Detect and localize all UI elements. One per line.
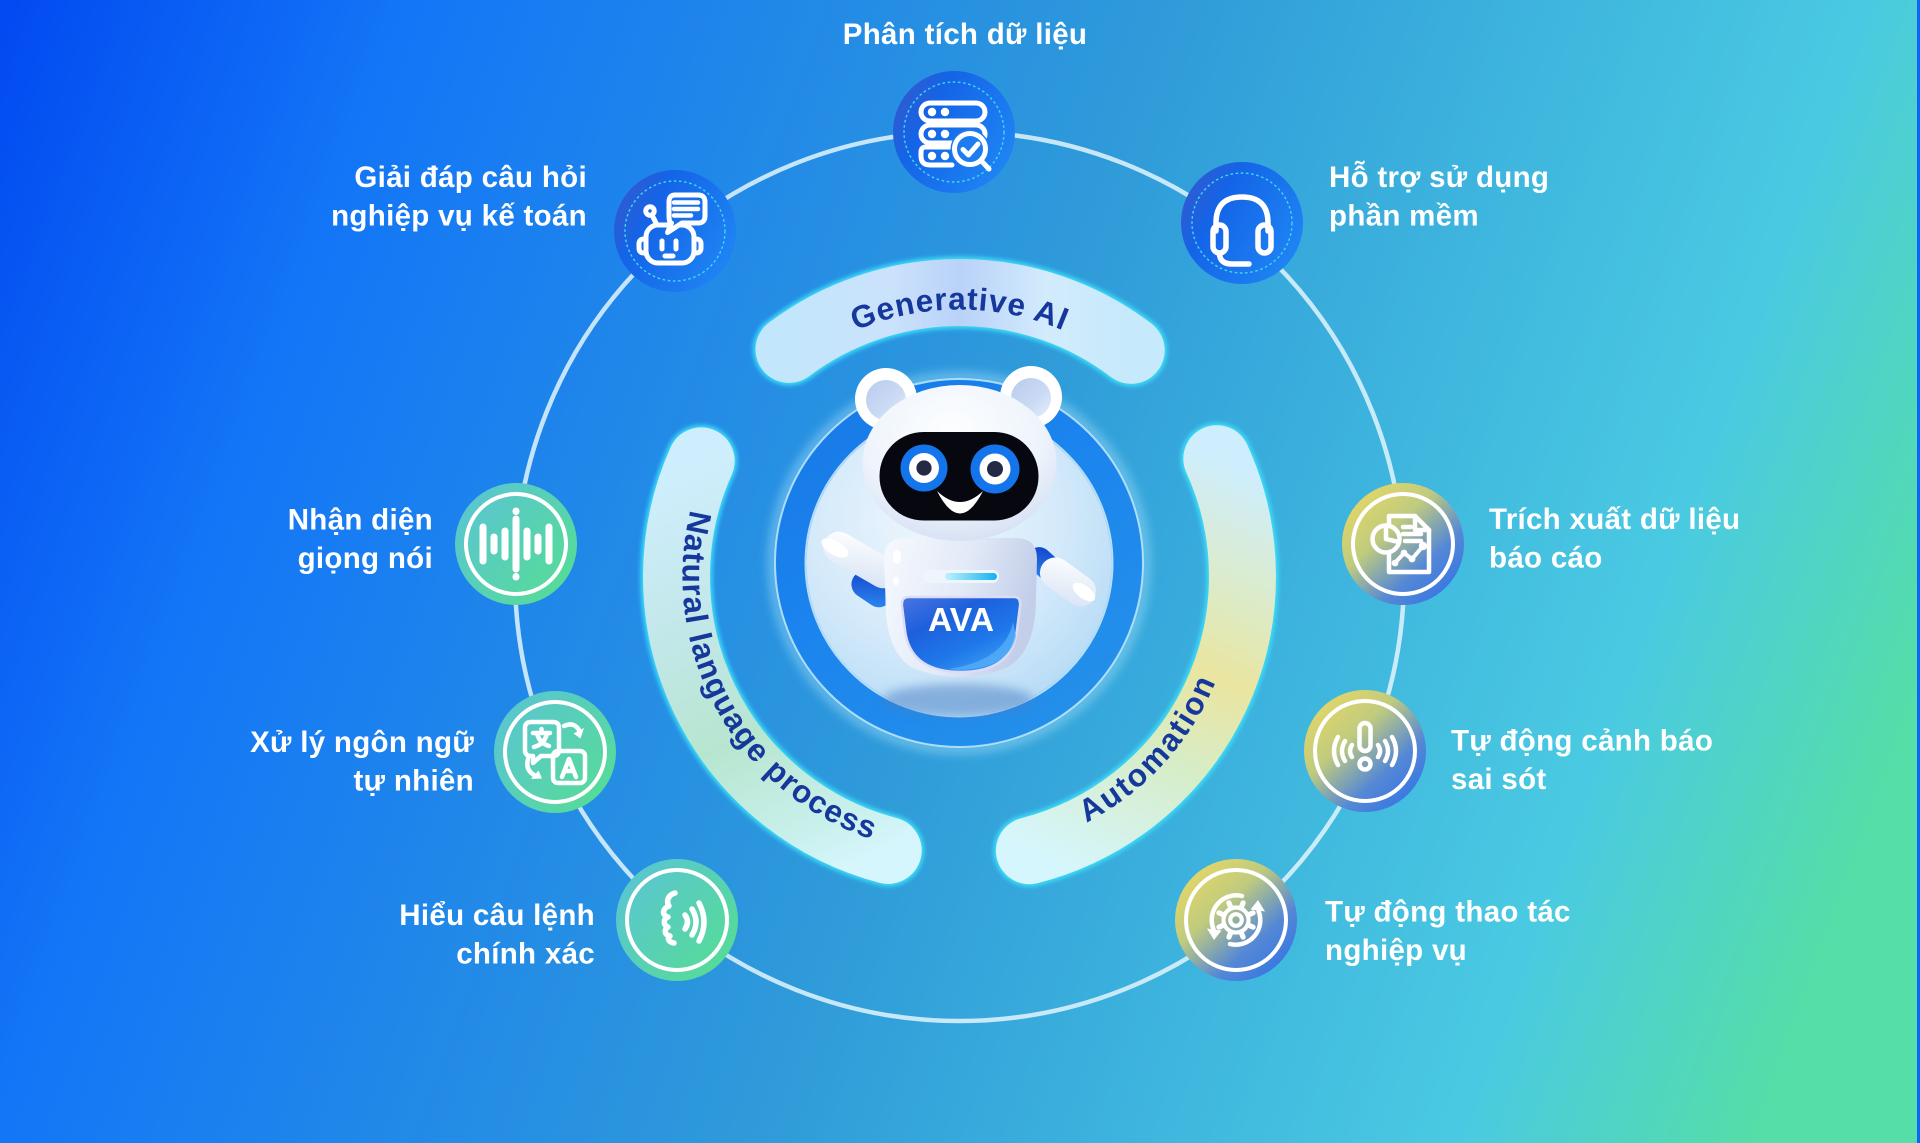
svg-text:Tự động thao tác: Tự động thao tác bbox=[1325, 896, 1571, 929]
svg-text:báo cáo: báo cáo bbox=[1489, 542, 1603, 575]
svg-text:AVA: AVA bbox=[928, 602, 994, 639]
svg-text:Tự động cảnh báo: Tự động cảnh báo bbox=[1451, 725, 1713, 758]
svg-text:phần mềm: phần mềm bbox=[1329, 200, 1479, 233]
svg-text:Phân tích dữ liệu: Phân tích dữ liệu bbox=[843, 18, 1087, 51]
svg-text:Nhận diện: Nhận diện bbox=[288, 504, 433, 537]
svg-text:chính xác: chính xác bbox=[456, 938, 595, 971]
svg-text:Xử lý ngôn ngữ: Xử lý ngôn ngữ bbox=[250, 726, 474, 759]
svg-text:Giải đáp câu hỏi: Giải đáp câu hỏi bbox=[354, 161, 587, 194]
svg-text:Trích xuất dữ liệu: Trích xuất dữ liệu bbox=[1489, 503, 1740, 536]
svg-text:tự nhiên: tự nhiên bbox=[354, 765, 474, 798]
svg-text:Hiểu câu lệnh: Hiểu câu lệnh bbox=[399, 899, 595, 932]
svg-text:sai sót: sai sót bbox=[1451, 763, 1547, 796]
svg-text:Hỗ trợ sử dụng: Hỗ trợ sử dụng bbox=[1329, 160, 1549, 194]
svg-text:nghiệp vụ: nghiệp vụ bbox=[1325, 934, 1467, 967]
svg-text:giọng nói: giọng nói bbox=[298, 542, 433, 575]
svg-text:nghiệp vụ kế toán: nghiệp vụ kế toán bbox=[331, 200, 587, 233]
